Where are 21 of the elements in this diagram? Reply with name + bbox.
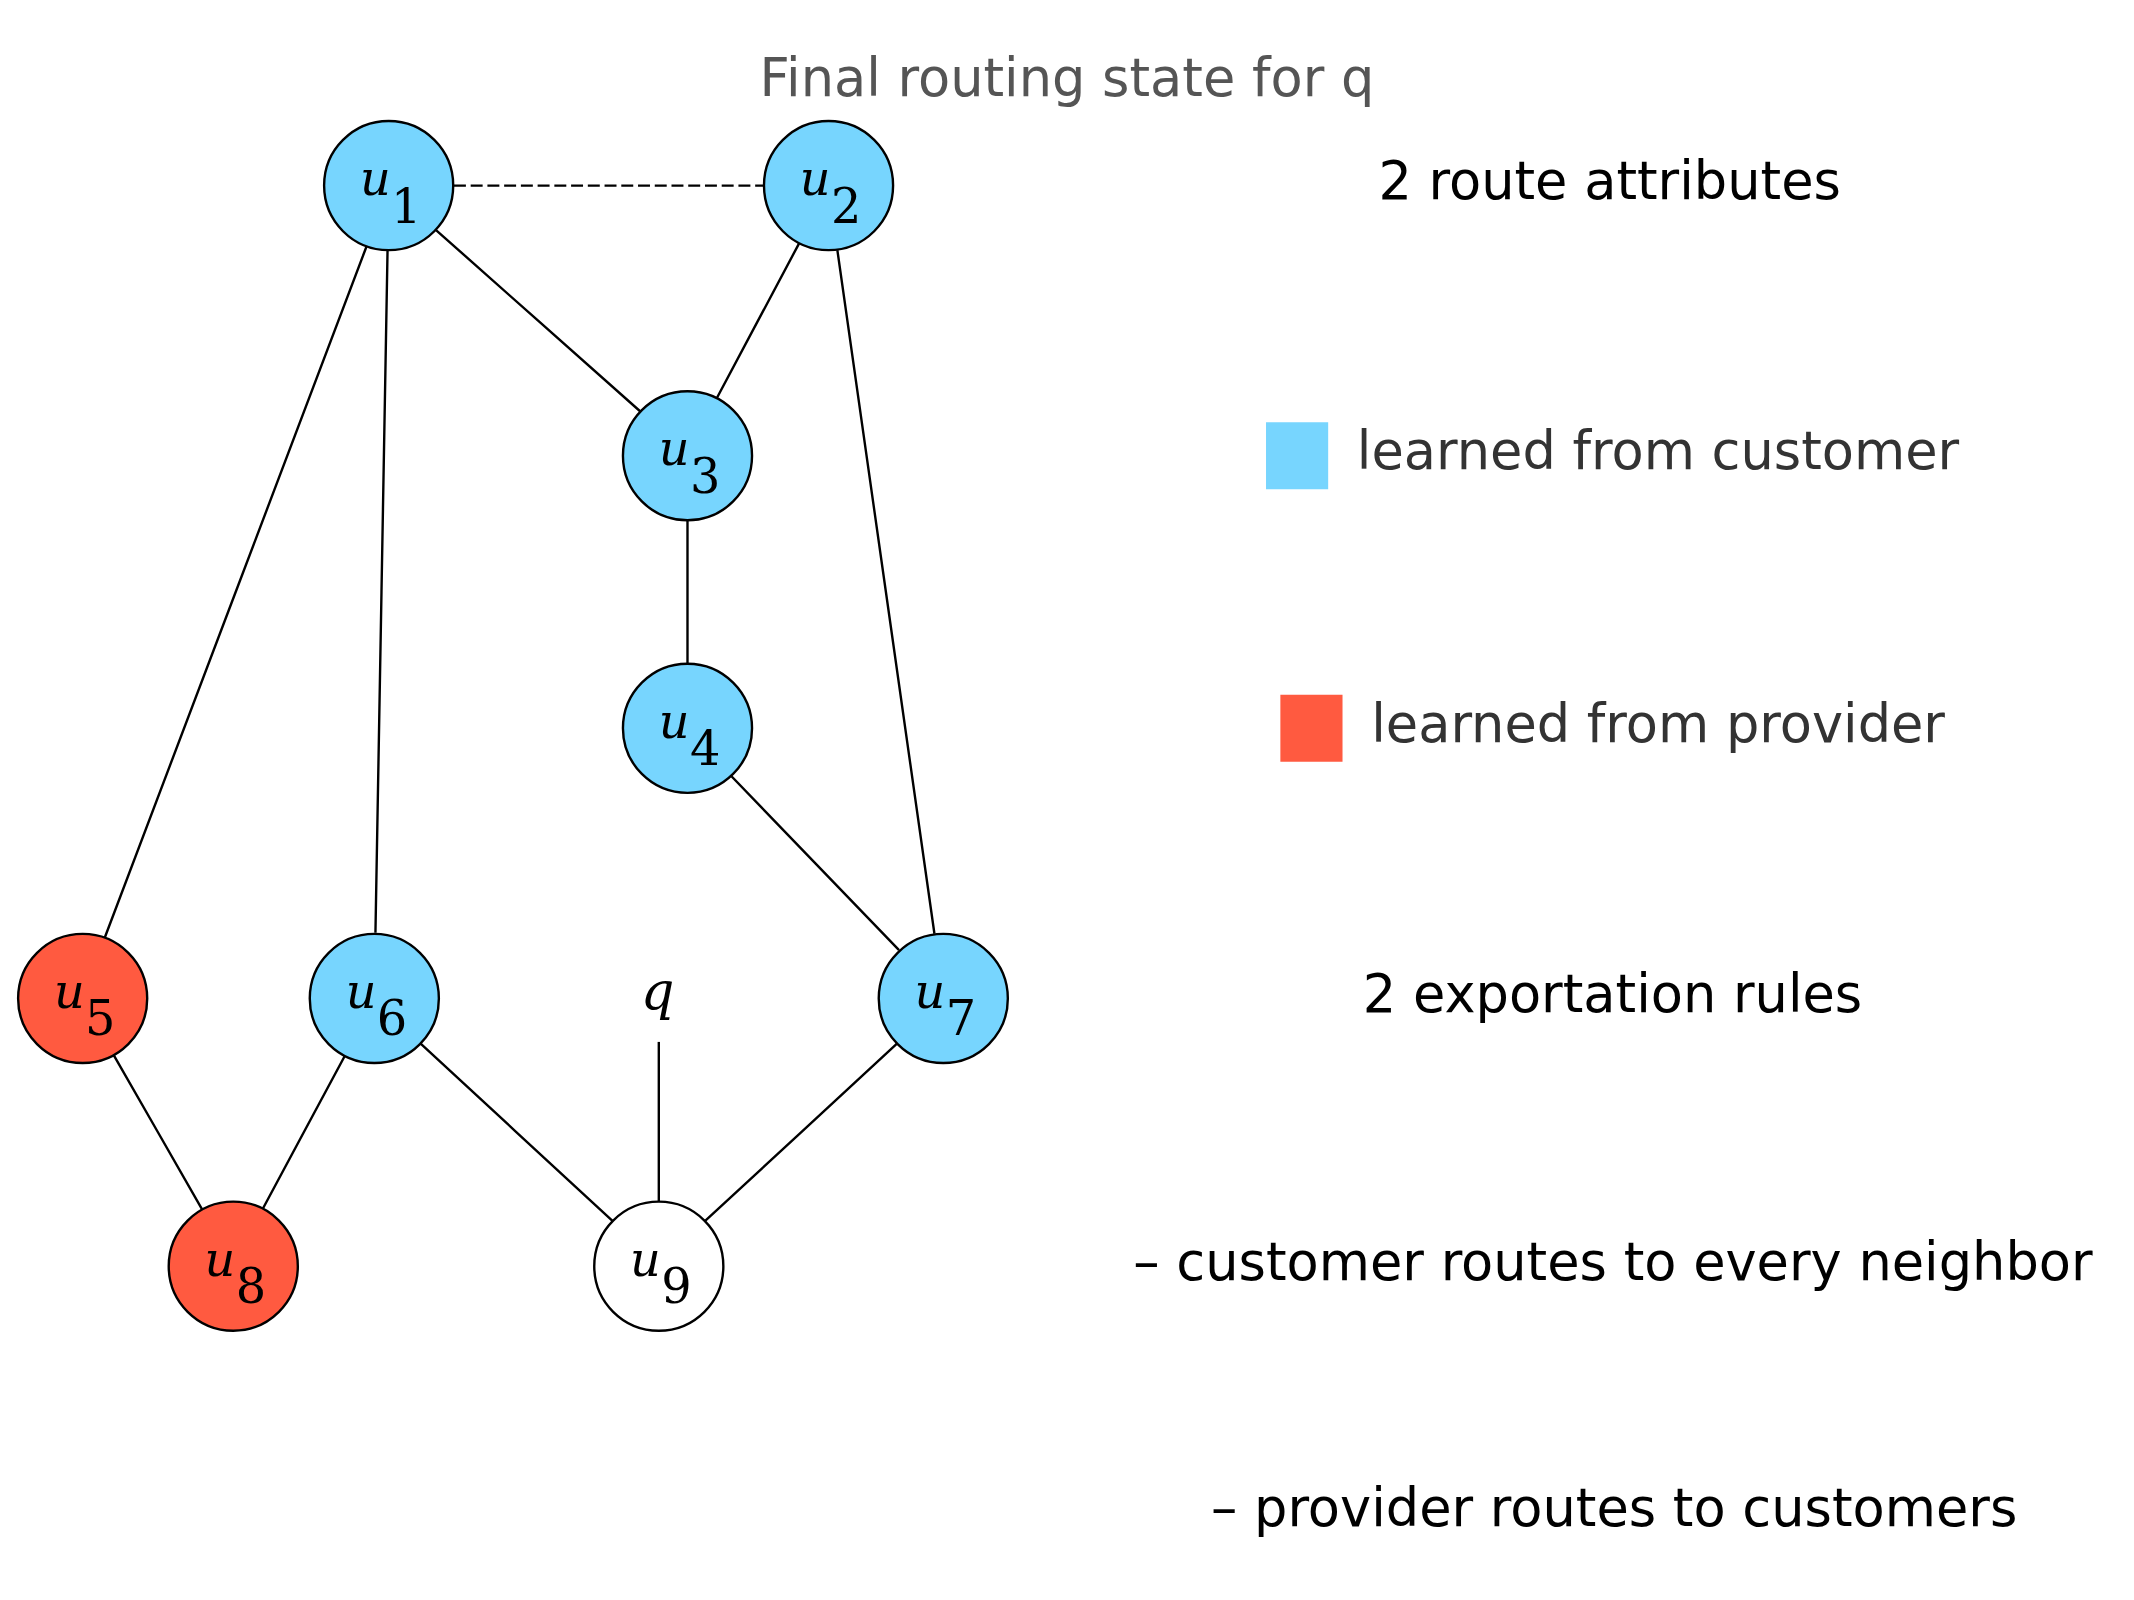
label: 2 exportation rules [1362, 962, 1863, 1024]
label: 2 route attributes [1378, 150, 1841, 211]
legend-label: learned from customer [1356, 420, 1960, 482]
label: – customer routes to every neighbor [1133, 1230, 2093, 1292]
connector [686, 520, 689, 664]
connector [103, 246, 368, 938]
connector [374, 250, 389, 933]
connector [657, 1041, 660, 1202]
connector [730, 775, 900, 951]
connector [453, 184, 764, 187]
node-text: q [640, 960, 675, 1022]
connector [112, 1054, 204, 1210]
connector [261, 1055, 346, 1210]
connector [704, 1042, 898, 1222]
connector [435, 229, 642, 413]
connector [419, 1042, 614, 1222]
connector [715, 243, 800, 399]
connector [836, 249, 936, 934]
legend-label: learned from provider [1371, 692, 1945, 754]
label: – provider routes to customers [1211, 1476, 2018, 1538]
diagram-title: Final routing state for q [759, 47, 1375, 109]
